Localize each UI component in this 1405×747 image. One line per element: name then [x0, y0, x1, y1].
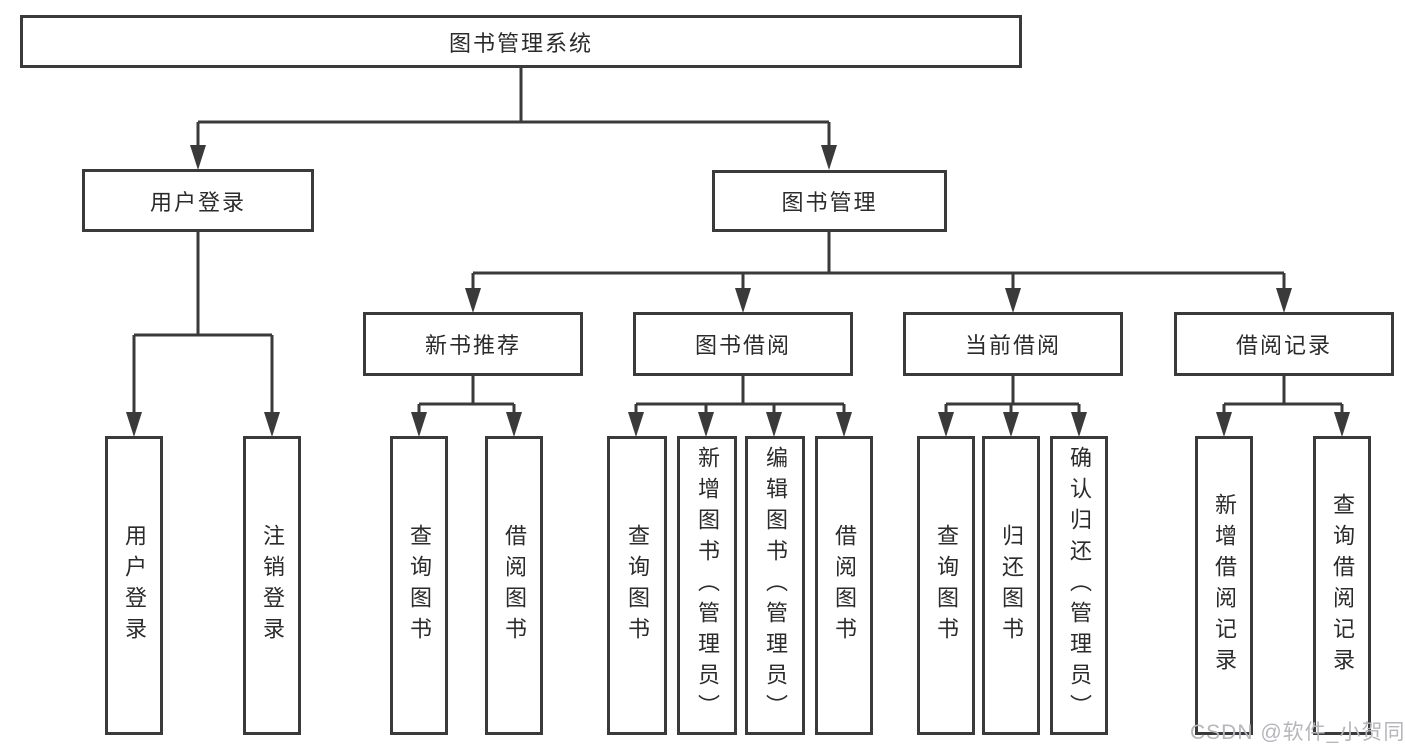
leaf-add-book-admin: 新增图书（管理员） [677, 436, 737, 735]
leaf-confirm-return-admin: 确认归还（管理员） [1050, 436, 1108, 735]
node-library-system: 图书管理系统 [20, 15, 1022, 68]
node-book-management: 图书管理 [712, 170, 947, 232]
leaf-borrow-book-recommend: 借阅图书 [485, 436, 543, 735]
leaf-borrow-book: 借阅图书 [815, 436, 873, 735]
leaf-return-book: 归还图书 [982, 436, 1040, 735]
leaf-query-book-recommend: 查询图书 [390, 436, 448, 735]
leaf-query-borrow-record: 查询借阅记录 [1313, 436, 1371, 735]
node-user-login: 用户登录 [82, 169, 314, 232]
leaf-user-login: 用户登录 [105, 436, 163, 735]
leaf-query-book-borrow: 查询图书 [607, 436, 667, 735]
leaf-logout-login: 注销登录 [243, 436, 301, 735]
csdn-watermark: CSDN @软件_小贺同学 [1190, 721, 1405, 744]
leaf-query-book-current: 查询图书 [917, 436, 975, 735]
arrowheads [126, 145, 1350, 437]
node-current-borrow: 当前借阅 [903, 312, 1123, 376]
leaf-edit-book-admin: 编辑图书（管理员） [745, 436, 805, 735]
node-borrow-records: 借阅记录 [1174, 312, 1394, 376]
node-new-book-recommend: 新书推荐 [363, 312, 583, 376]
leaf-add-borrow-record: 新增借阅记录 [1195, 436, 1253, 735]
node-book-borrow: 图书借阅 [633, 312, 853, 376]
